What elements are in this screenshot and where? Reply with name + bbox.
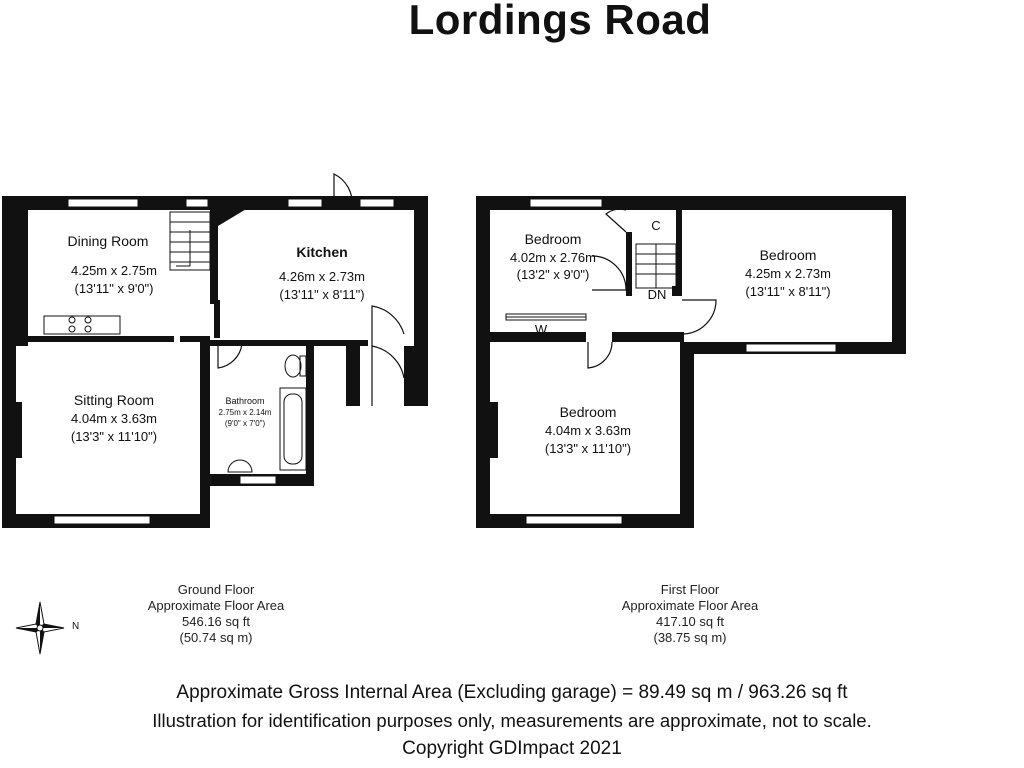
wardrobe-label: W	[535, 322, 548, 337]
ground-floor-sqm: (50.74 sq m)	[179, 630, 253, 645]
ground-floor-walls	[2, 196, 428, 528]
ground-floor-title: Ground Floor	[177, 582, 255, 597]
first-floor-area-label: Approximate Floor Area	[621, 598, 759, 613]
ground-floor-doors	[217, 173, 405, 406]
sitting-room-imperial: (13'3" x 11'10")	[71, 429, 157, 444]
first-floor-stairs	[635, 243, 677, 289]
cupboard-label: C	[651, 218, 660, 233]
kitchen-metric: 4.26m x 2.73m	[279, 269, 365, 284]
first-floor-sqft: 417.10 sq ft	[656, 614, 724, 629]
kitchen-imperial: (13'11" x 8'11")	[279, 287, 364, 302]
compass-north-label: N	[72, 621, 80, 632]
first-floor-plan	[476, 196, 906, 528]
first-floor-area: First Floor Approximate Floor Area 417.1…	[590, 582, 790, 646]
bathroom-fixtures	[227, 354, 307, 473]
floor-plan: Dining Room 4.25m x 2.75m (13'11" x 9'0"…	[2, 173, 906, 528]
bedroom-3-imperial: (13'3" x 11'10")	[545, 441, 631, 456]
bathroom-name: Bathroom	[225, 396, 264, 406]
bathroom-metric: 2.75m x 2.14m	[219, 408, 272, 417]
disclaimer-text: Illustration for identification purposes…	[152, 710, 872, 731]
ground-floor-area: Ground Floor Approximate Floor Area 546.…	[116, 582, 316, 646]
ground-floor-plan	[2, 173, 428, 528]
bathroom-imperial: (9'0" x 7'0")	[225, 419, 266, 428]
first-floor-title: First Floor	[660, 582, 720, 597]
wardrobe-rail	[505, 313, 587, 321]
dining-room-metric: 4.25m x 2.75m	[71, 263, 157, 278]
page-title: Lordings Road	[408, 0, 712, 43]
stairs-down-label: DN	[648, 287, 667, 302]
bedroom-3-metric: 4.04m x 3.63m	[545, 423, 631, 438]
bedroom-3-name: Bedroom	[560, 404, 617, 420]
ground-floor-area-label: Approximate Floor Area	[147, 598, 285, 613]
ground-floor-sqft: 546.16 sq ft	[182, 614, 250, 629]
bedroom-1-imperial: (13'2" x 9'0")	[517, 267, 590, 282]
kitchen-name: Kitchen	[296, 244, 347, 260]
bedroom-2-metric: 4.25m x 2.73m	[745, 266, 831, 281]
dining-room-name: Dining Room	[68, 233, 149, 249]
bedroom-2-name: Bedroom	[760, 247, 817, 263]
hob-icon	[43, 315, 121, 335]
compass-icon	[15, 601, 65, 655]
first-floor-sqm: (38.75 sq m)	[653, 630, 727, 645]
first-floor-windows	[525, 198, 837, 525]
dining-room-imperial: (13'11" x 9'0")	[75, 281, 154, 296]
ground-floor-windows	[53, 198, 395, 525]
sitting-room-name: Sitting Room	[74, 392, 154, 408]
bedroom-2-imperial: (13'11" x 8'11")	[745, 284, 830, 299]
first-floor-doors	[587, 208, 717, 369]
gross-area-text: Approximate Gross Internal Area (Excludi…	[176, 682, 848, 703]
sitting-room-metric: 4.04m x 3.63m	[71, 411, 157, 426]
bedroom-1-metric: 4.02m x 2.76m	[510, 250, 596, 265]
ground-floor-stairs	[169, 211, 211, 271]
copyright-text: Copyright GDImpact 2021	[402, 738, 622, 759]
bedroom-1-name: Bedroom	[525, 231, 582, 247]
